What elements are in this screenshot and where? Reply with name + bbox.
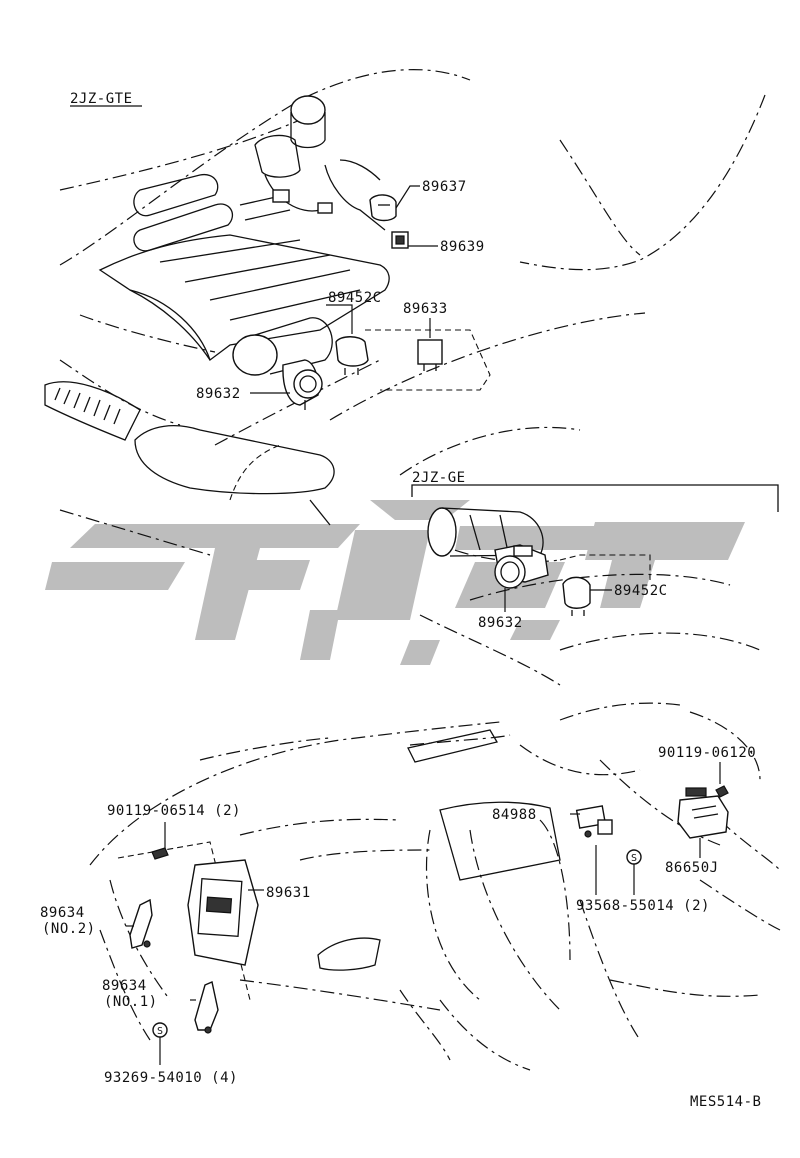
label-90119-06514: 90119-06514 (2)	[107, 803, 241, 819]
relay-89633	[417, 339, 443, 371]
label-89631: 89631	[266, 885, 311, 901]
label-89633: 89633	[403, 301, 448, 317]
label-89452c-mid: 89452C	[614, 583, 668, 599]
airflow-meter-89632-top	[282, 359, 323, 410]
labels: 2JZ-GTE 2JZ-GE 89637 89639 89452C 89633 …	[40, 91, 761, 1110]
ecu-89631	[187, 859, 259, 966]
label-89632-top: 89632	[196, 386, 241, 402]
engine-bay-gte	[44, 68, 766, 556]
engine-bay-ge	[411, 484, 779, 686]
label-89634-no1: 89634	[102, 978, 147, 994]
label-86650j: 86650J	[665, 860, 719, 876]
bracket-89634-no1	[194, 981, 219, 1034]
leader-lines-top	[250, 185, 438, 394]
label-89632-mid: 89632	[478, 615, 523, 631]
label-89452c-top: 89452C	[328, 290, 382, 306]
leader-lines-bottom	[126, 762, 721, 1065]
s-mark-2: S	[631, 853, 637, 864]
label-89637: 89637	[422, 179, 467, 195]
bracket-89634-no2	[129, 898, 153, 949]
airflow-meter-89632-mid	[494, 544, 549, 589]
relay-86650j	[677, 787, 729, 839]
label-93568-55014: 93568-55014 (2)	[576, 898, 710, 914]
sensor-89452c-top	[335, 336, 369, 375]
label-89634-no2-sub: (NO.2)	[42, 921, 96, 937]
sensor-89452c-mid	[562, 576, 591, 616]
label-89634-no2: 89634	[40, 905, 85, 921]
screw-93568-55014: S	[626, 849, 642, 865]
figure-code: MES514-B	[690, 1094, 761, 1110]
label-89634-no1-sub: (NO.1)	[104, 994, 158, 1010]
section-title-2jz-ge: 2JZ-GE	[412, 470, 466, 486]
sensor-89639	[391, 231, 409, 249]
screw-90119-06120	[715, 785, 729, 798]
label-93269-54010: 93269-54010 (4)	[104, 1070, 238, 1086]
leader-lines-mid	[504, 588, 612, 612]
bolt-90119-06514	[151, 847, 169, 860]
sensor-89637	[369, 194, 397, 222]
label-90119-06120: 90119-06120	[658, 745, 756, 761]
section-title-2jz-gte: 2JZ-GTE	[70, 91, 133, 107]
s-mark: S	[157, 1026, 163, 1037]
label-89639: 89639	[440, 239, 485, 255]
label-84988: 84988	[492, 807, 537, 823]
screw-93269-54010: S	[152, 1022, 168, 1038]
connector-84988	[575, 805, 613, 838]
